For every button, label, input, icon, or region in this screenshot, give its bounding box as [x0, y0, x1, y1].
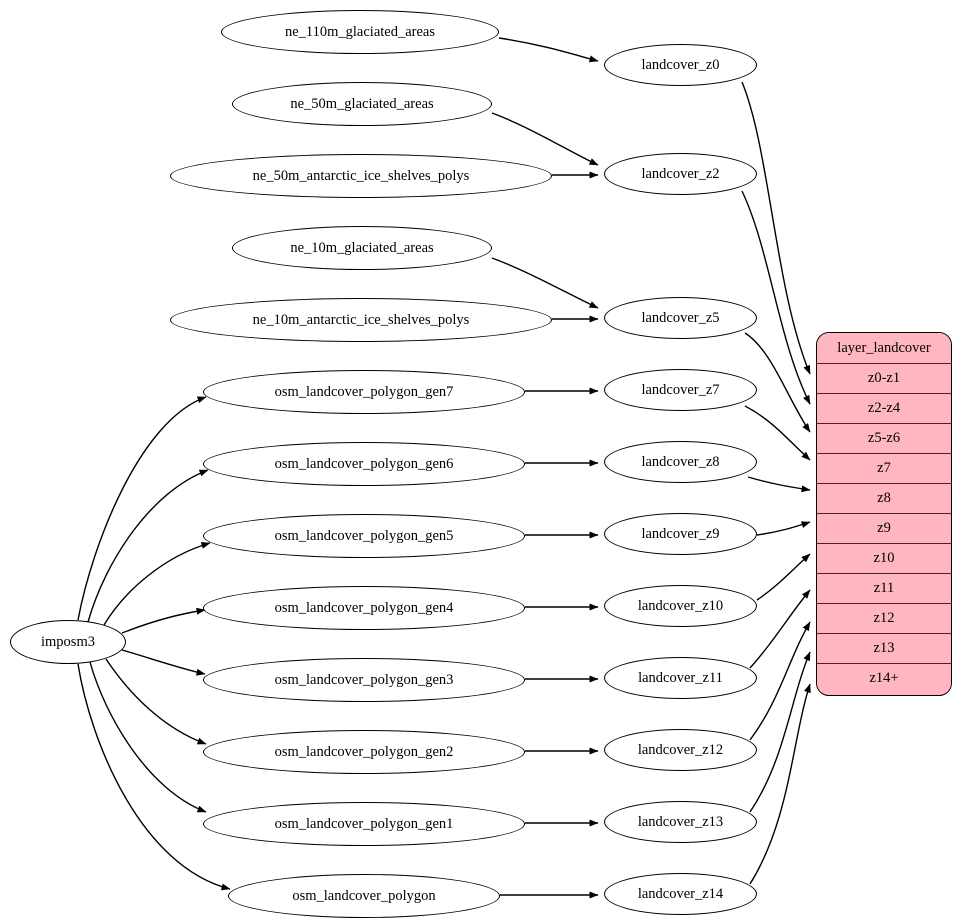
edge-z5-row2: [744, 332, 811, 433]
node-label: ne_10m_glaciated_areas: [290, 239, 434, 256]
table-row-z10[interactable]: z10: [817, 543, 951, 573]
table-row-z14-plus[interactable]: z14+: [817, 663, 951, 693]
node-label: imposm3: [41, 633, 95, 650]
node-label: landcover_z10: [637, 597, 724, 614]
node-landcover-z14[interactable]: landcover_z14: [604, 873, 757, 915]
node-label: osm_landcover_polygon_gen1: [274, 815, 454, 832]
node-label: ne_10m_antarctic_ice_shelves_polys: [252, 311, 470, 328]
node-label: landcover_z5: [641, 309, 720, 326]
edge-imposm-gen1: [89, 661, 207, 813]
node-landcover-z7[interactable]: landcover_z7: [604, 369, 757, 411]
edge-imposm-gen5: [103, 542, 211, 626]
edge-z10-row6: [756, 553, 811, 601]
node-osm-landcover-polygon[interactable]: osm_landcover_polygon: [228, 874, 500, 918]
node-landcover-z11[interactable]: landcover_z11: [604, 657, 757, 699]
node-label: osm_landcover_polygon_gen3: [274, 671, 454, 688]
node-ne-10m-glaciated-areas[interactable]: ne_10m_glaciated_areas: [232, 226, 492, 270]
edge-ne110-z0: [498, 37, 599, 63]
table-cell-label: z0-z1: [867, 370, 901, 386]
node-imposm3[interactable]: imposm3: [10, 620, 126, 664]
table-cell-label: z8: [877, 490, 891, 506]
node-label: landcover_z12: [637, 741, 724, 758]
node-landcover-z12[interactable]: landcover_z12: [604, 729, 757, 771]
node-label: landcover_z7: [641, 381, 720, 398]
edge-ne50g-z2: [491, 112, 599, 166]
node-osm-landcover-polygon-gen5[interactable]: osm_landcover_polygon_gen5: [203, 514, 525, 558]
node-label: landcover_z0: [641, 56, 720, 73]
node-label: osm_landcover_polygon_gen7: [274, 383, 454, 400]
edge-imposm-gen4: [121, 607, 206, 634]
table-row-z8[interactable]: z8: [817, 483, 951, 513]
edge-imposm-gen3: [121, 649, 206, 676]
table-cell-label: z10: [873, 550, 895, 566]
node-osm-landcover-polygon-gen4[interactable]: osm_landcover_polygon_gen4: [203, 586, 525, 630]
node-osm-landcover-polygon-gen1[interactable]: osm_landcover_polygon_gen1: [203, 802, 525, 846]
table-row-z13[interactable]: z13: [817, 633, 951, 663]
node-osm-landcover-polygon-gen3[interactable]: osm_landcover_polygon_gen3: [203, 658, 525, 702]
node-label: landcover_z14: [637, 885, 724, 902]
edge-z13-row9: [749, 651, 811, 813]
node-label: osm_landcover_polygon_gen4: [274, 599, 454, 616]
node-label: osm_landcover_polygon_gen6: [274, 455, 454, 472]
edge-z12-row8: [749, 621, 811, 741]
node-landcover-z5[interactable]: landcover_z5: [604, 297, 757, 339]
node-landcover-z9[interactable]: landcover_z9: [604, 513, 757, 555]
node-landcover-z8[interactable]: landcover_z8: [604, 441, 757, 483]
node-label: ne_50m_antarctic_ice_shelves_polys: [252, 167, 470, 184]
node-label: landcover_z13: [637, 813, 724, 830]
edge-imposm-gen6: [87, 469, 209, 623]
edge-ne10g-z5: [491, 257, 599, 309]
node-ne-10m-antarctic-ice-shelves-polys[interactable]: ne_10m_antarctic_ice_shelves_polys: [170, 298, 552, 342]
table-row-z11[interactable]: z11: [817, 573, 951, 603]
edge-z7-row3: [744, 405, 811, 461]
edge-z0-row0: [741, 81, 811, 375]
node-label: landcover_z8: [641, 453, 720, 470]
table-row-z12[interactable]: z12: [817, 603, 951, 633]
node-ne-50m-glaciated-areas[interactable]: ne_50m_glaciated_areas: [232, 82, 492, 126]
node-label: osm_landcover_polygon_gen2: [274, 743, 454, 760]
table-row-z7[interactable]: z7: [817, 453, 951, 483]
table-cell-label: z5-z6: [867, 430, 901, 446]
table-header-row: layer_landcover: [817, 333, 951, 363]
node-ne-50m-antarctic-ice-shelves-polys[interactable]: ne_50m_antarctic_ice_shelves_polys: [170, 154, 552, 198]
table-cell-label: z14+: [869, 670, 899, 686]
table-cell-label: z12: [873, 610, 895, 626]
node-label: osm_landcover_polygon: [292, 887, 436, 904]
edge-imposm-gen2: [105, 658, 207, 745]
table-row-z2-z4[interactable]: z2-z4: [817, 393, 951, 423]
table-cell-label: z13: [873, 640, 895, 656]
node-label: osm_landcover_polygon_gen5: [274, 527, 454, 544]
node-label: landcover_z11: [638, 669, 723, 686]
node-landcover-z0[interactable]: landcover_z0: [604, 44, 757, 86]
node-label: ne_50m_glaciated_areas: [290, 95, 434, 112]
edge-z8-row4: [747, 476, 811, 493]
table-row-z0-z1[interactable]: z0-z1: [817, 363, 951, 393]
node-ne-110m-glaciated-areas[interactable]: ne_110m_glaciated_areas: [221, 10, 499, 54]
edge-imposm-poly: [77, 663, 231, 891]
edge-imposm-gen7: [77, 396, 207, 621]
node-landcover-z2[interactable]: landcover_z2: [604, 153, 757, 195]
node-landcover-z10[interactable]: landcover_z10: [604, 585, 757, 627]
table-cell-label: z2-z4: [867, 400, 901, 416]
node-label: ne_110m_glaciated_areas: [284, 23, 436, 40]
edge-z14-row10: [749, 683, 811, 885]
node-label: landcover_z2: [641, 165, 720, 182]
node-osm-landcover-polygon-gen7[interactable]: osm_landcover_polygon_gen7: [203, 370, 525, 414]
edge-z2-row1: [741, 190, 811, 405]
table-row-z9[interactable]: z9: [817, 513, 951, 543]
node-label: landcover_z9: [641, 525, 720, 542]
table-header-label: layer_landcover: [837, 339, 931, 356]
table-row-z5-z6[interactable]: z5-z6: [817, 423, 951, 453]
node-osm-landcover-polygon-gen6[interactable]: osm_landcover_polygon_gen6: [203, 442, 525, 486]
table-cell-label: z11: [873, 580, 895, 596]
table-cell-label: z9: [877, 520, 891, 536]
table-cell-label: z7: [877, 460, 891, 476]
node-landcover-z13[interactable]: landcover_z13: [604, 801, 757, 843]
edge-z11-row7: [749, 589, 811, 669]
edge-z9-row5: [756, 521, 811, 536]
node-layer-landcover-table[interactable]: layer_landcover z0-z1 z2-z4 z5-z6 z7 z8 …: [816, 332, 952, 696]
node-osm-landcover-polygon-gen2[interactable]: osm_landcover_polygon_gen2: [203, 730, 525, 774]
